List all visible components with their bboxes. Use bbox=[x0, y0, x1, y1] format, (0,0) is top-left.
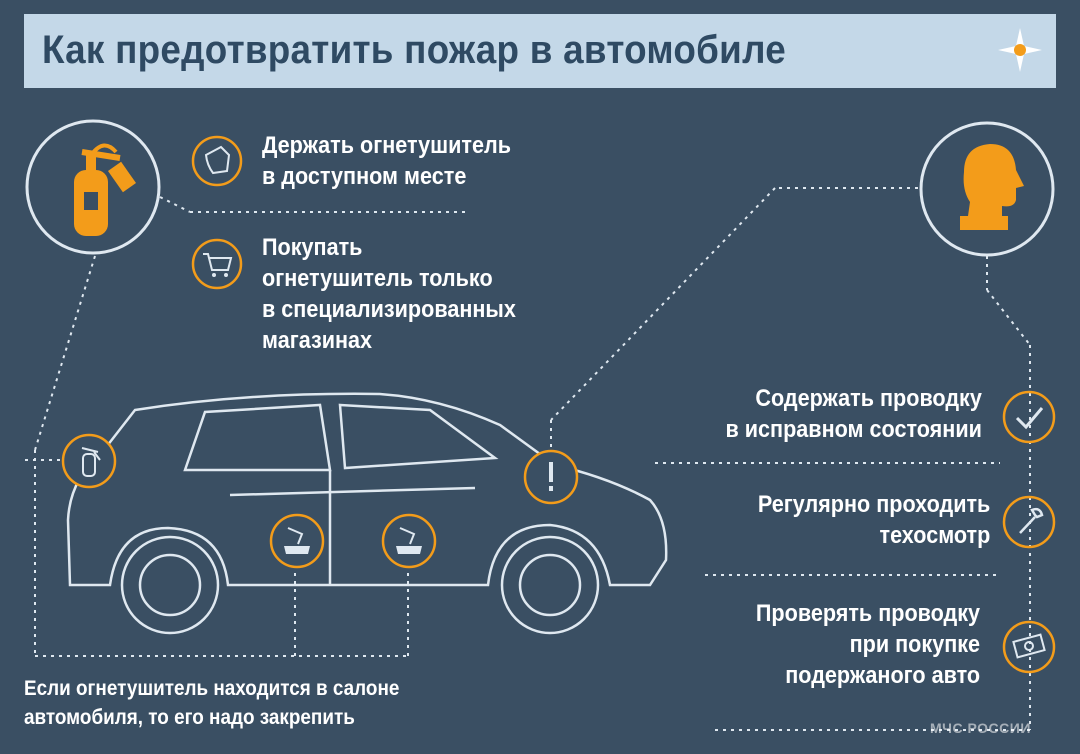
emergency-star-icon bbox=[998, 28, 1042, 72]
watermark: МЧС РОССИИ bbox=[930, 720, 1031, 736]
note-line: автомобиля, то его надо закрепить bbox=[24, 706, 355, 729]
tip-line: Регулярно проходить bbox=[757, 491, 990, 518]
tip-check-used-car: Проверять проводку при покупке подержано… bbox=[756, 598, 980, 691]
wrench-icon bbox=[1002, 495, 1056, 549]
tip-line: в специализированных bbox=[262, 296, 516, 323]
title-bar bbox=[24, 14, 1056, 88]
tip-line: магазинах bbox=[262, 327, 373, 354]
checkmark-icon bbox=[1002, 390, 1056, 444]
extinguisher-mount-icon bbox=[381, 513, 437, 569]
extinguisher-marker-icon bbox=[61, 433, 117, 489]
tip-line: при покупке bbox=[849, 631, 980, 658]
tip-line: в доступном месте bbox=[262, 163, 467, 190]
note-line: Если огнетушитель находится в салоне bbox=[24, 677, 400, 700]
tip-line: в исправном состоянии bbox=[725, 416, 982, 443]
tip-buy-extinguisher: Покупать огнетушитель только в специализ… bbox=[262, 232, 516, 356]
cart-icon bbox=[191, 238, 243, 290]
extinguisher-icon bbox=[25, 119, 161, 255]
tip-line: Содержать проводку bbox=[755, 385, 982, 412]
tip-line: огнетушитель только bbox=[262, 265, 493, 292]
warning-marker-icon bbox=[523, 449, 579, 505]
tip-wiring-condition: Содержать проводку в исправном состоянии bbox=[726, 383, 982, 445]
tip-keep-extinguisher: Держать огнетушитель в доступном месте bbox=[262, 130, 511, 192]
tip-line: Держать огнетушитель bbox=[262, 132, 511, 159]
extinguisher-mount-icon bbox=[269, 513, 325, 569]
tip-line: Покупать bbox=[262, 234, 363, 261]
bottom-note: Если огнетушитель находится в салоне авт… bbox=[24, 674, 399, 732]
glove-icon bbox=[191, 135, 243, 187]
tip-inspection: Регулярно проходить техосмотр bbox=[758, 489, 990, 551]
head-icon bbox=[919, 121, 1055, 257]
money-icon bbox=[1002, 620, 1056, 674]
tip-line: подержаного авто bbox=[785, 662, 980, 689]
tip-line: Проверять проводку bbox=[755, 600, 980, 627]
page-title: Как предотвратить пожар в автомобиле bbox=[42, 28, 787, 72]
car-outline bbox=[66, 392, 668, 635]
tip-line: техосмотр bbox=[879, 522, 990, 549]
